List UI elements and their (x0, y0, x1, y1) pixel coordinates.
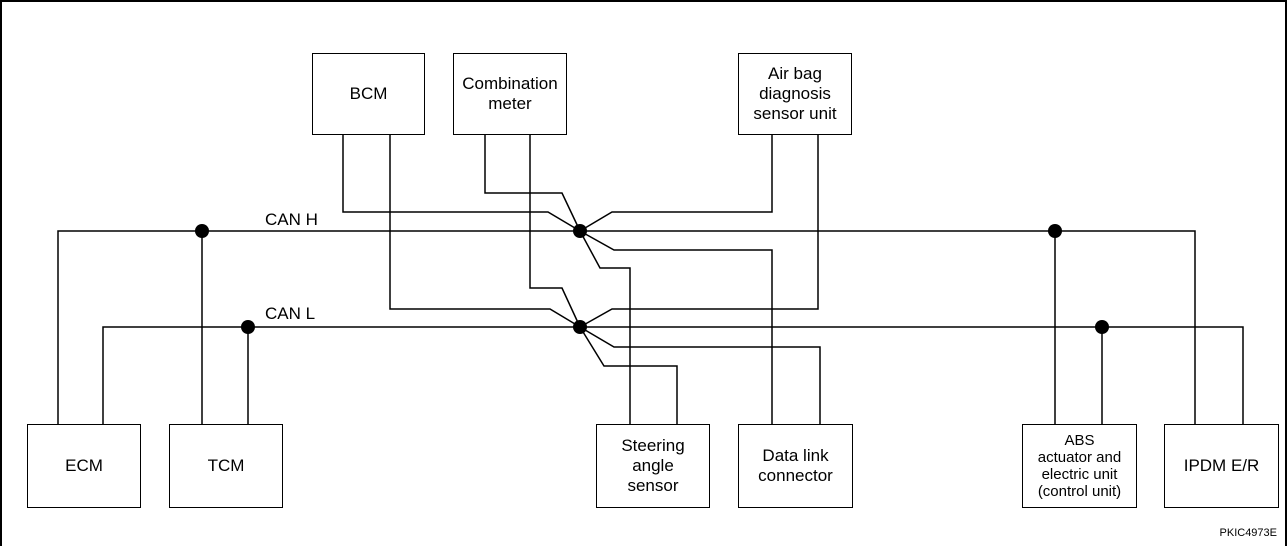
bcm-can-h-wire (342, 134, 581, 232)
meter-can-l-wire (529, 134, 581, 328)
abs-actuator-box: ABS actuator and electric unit (control … (1022, 424, 1137, 508)
airbag-can-l-wire (579, 134, 819, 328)
can-h-label: CAN H (265, 210, 318, 229)
steering-angle-sensor-box: Steering angle sensor (596, 424, 710, 508)
figure-code: PKIC4973E (1219, 527, 1277, 539)
dlc-can-h-wire (579, 230, 773, 425)
steering-can-l-wire (579, 326, 678, 425)
ecm-box: ECM (27, 424, 141, 508)
combination-meter-box: Combination meter (453, 53, 567, 135)
bcm-box: BCM (312, 53, 425, 135)
bcm-can-l-wire (389, 134, 581, 328)
steering-can-h-wire (579, 230, 631, 425)
can-l-junction-center (573, 320, 587, 334)
can-h-bus (57, 230, 1196, 425)
can-l-bus (102, 326, 1244, 425)
tcm-box: TCM (169, 424, 283, 508)
air-bag-box: Air bag diagnosis sensor unit (738, 53, 852, 135)
airbag-can-h-wire (579, 134, 773, 232)
dlc-can-l-wire (579, 326, 821, 425)
can-h-junction-abs (1048, 224, 1062, 238)
ipdm-box: IPDM E/R (1164, 424, 1279, 508)
meter-can-h-wire (484, 134, 581, 232)
can-h-junction-tcm (195, 224, 209, 238)
can-l-junction-abs (1095, 320, 1109, 334)
data-link-connector-box: Data link connector (738, 424, 853, 508)
can-l-junction-tcm (241, 320, 255, 334)
can-l-label: CAN L (265, 304, 316, 323)
can-h-junction-center (573, 224, 587, 238)
